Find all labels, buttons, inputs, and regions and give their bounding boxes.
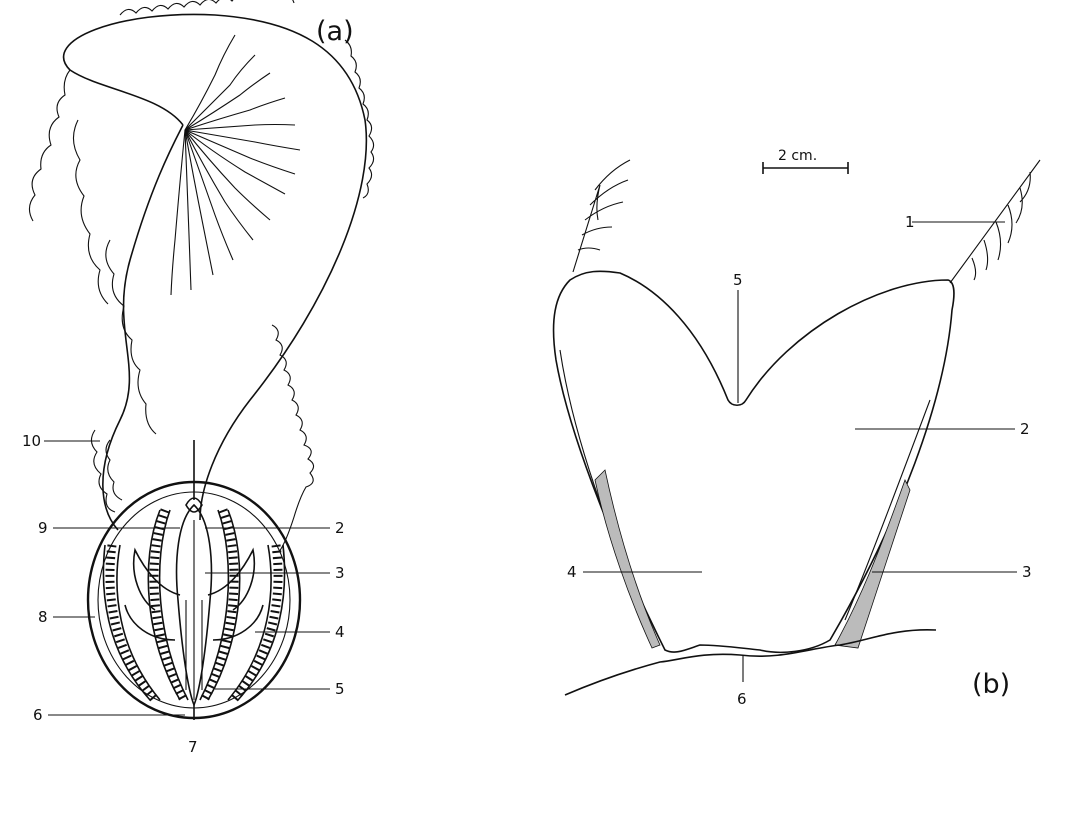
label-3: 3	[335, 564, 345, 582]
panel-b-label: (b)	[972, 669, 1010, 700]
label-b-5: 5	[733, 271, 743, 289]
stipple-band-right	[835, 480, 910, 648]
aboral-organ	[186, 440, 202, 512]
membrane-folds	[171, 35, 300, 295]
panel-a: (a)	[22, 0, 374, 756]
body-outline-b	[554, 271, 954, 652]
label-10: 10	[22, 432, 41, 450]
label-7: 7	[188, 738, 198, 756]
label-b-6: 6	[737, 690, 747, 708]
stipple-band-left	[595, 470, 660, 648]
label-b-3: 3	[1022, 563, 1032, 581]
pharynx-inner	[186, 520, 202, 700]
label-b-2: 2	[1020, 420, 1030, 438]
label-8: 8	[38, 608, 48, 626]
right-tentacle	[272, 325, 314, 552]
label-9: 9	[38, 519, 48, 537]
label-b-1: 1	[905, 213, 915, 231]
label-5: 5	[335, 680, 345, 698]
left-tentacle-wisps	[91, 430, 122, 512]
label-2: 2	[335, 519, 345, 537]
leader-lines-b	[583, 222, 1017, 682]
panel-b: 2 cm. 1 5 2 4 3 6 (b)	[554, 148, 1040, 708]
tentacle-membrane-outline	[64, 14, 367, 530]
label-4: 4	[335, 623, 345, 641]
label-b-4: 4	[567, 563, 577, 581]
label-6: 6	[33, 706, 43, 724]
tentacle-left-b	[573, 160, 630, 272]
scale-bar-label: 2 cm.	[778, 148, 817, 164]
substrate-line	[565, 630, 936, 695]
side-ridge-right	[845, 400, 930, 620]
tentacle-frill-left	[29, 70, 156, 434]
